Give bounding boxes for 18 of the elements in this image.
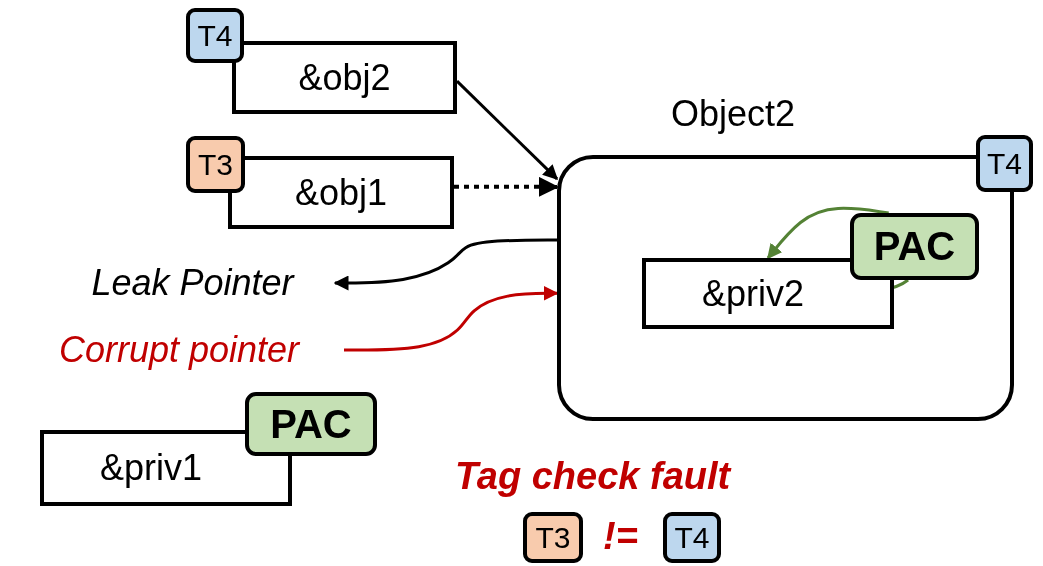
corrupt-pointer-text: Corrupt pointer xyxy=(58,329,300,371)
arrow xyxy=(455,80,559,180)
arrow xyxy=(454,176,559,197)
tag-badge: T4 xyxy=(976,135,1033,192)
object-heading: Object2 xyxy=(671,93,796,135)
arrow xyxy=(344,285,559,352)
fault-message: Tag check fault xyxy=(455,455,731,498)
tag-badge: T3 xyxy=(186,136,245,193)
not-equal-sign: != xyxy=(603,515,638,558)
tag-badge: T4 xyxy=(186,8,244,63)
tag-badge: T4 xyxy=(663,512,721,563)
leak-pointer-text: Leak Pointer xyxy=(91,262,294,304)
tag-badge: T3 xyxy=(523,512,583,563)
pac-badge: PAC xyxy=(245,392,377,456)
arrow xyxy=(333,238,559,291)
pointer-box: &obj2 xyxy=(232,41,457,114)
pac-badge: PAC xyxy=(850,213,979,280)
arrow xyxy=(766,206,910,292)
